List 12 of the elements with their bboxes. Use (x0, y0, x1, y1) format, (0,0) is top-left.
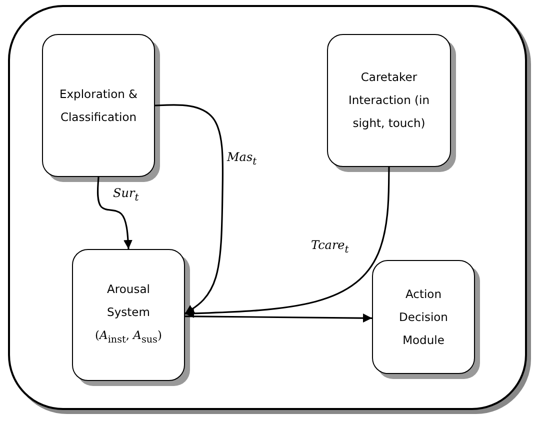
edge-label: Mas$_{t}$ (226, 150, 258, 168)
arrow (154, 104, 224, 314)
arrow (184, 167, 390, 318)
node-label: Exploration & Classification (58, 86, 139, 126)
arrow (185, 314, 372, 323)
formula-text: (A$_{inst}$, A$_{sus}$) (95, 327, 162, 348)
node-label: Arousal System (106, 281, 151, 322)
edge-label: Tcare$_{t}$ (310, 238, 350, 256)
edge-label: Sur$_{t}$ (112, 186, 140, 204)
arrow (96, 176, 132, 250)
node-label: Caretaker Interaction (in sight, touch) (347, 69, 431, 132)
node-label: Action Decision Module (398, 286, 449, 348)
